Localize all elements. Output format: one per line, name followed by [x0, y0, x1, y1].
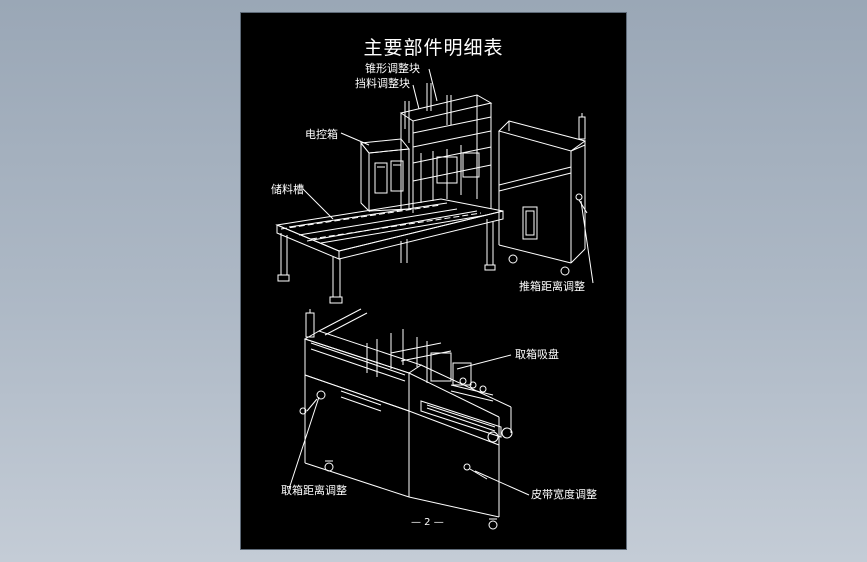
label-storage-slot: 储料槽 — [271, 183, 304, 196]
bottom-machine — [299, 308, 513, 530]
label-pick-box-suction: 取箱吸盘 — [515, 348, 559, 361]
drawing-sheet: 主要部件明细表 — [240, 12, 627, 550]
label-push-box-distance: 推箱距离调整 — [519, 280, 585, 293]
sheet-title: 主要部件明细表 — [363, 37, 504, 59]
label-cone-adjust-block: 锥形调整块 — [365, 62, 420, 75]
top-machine — [275, 83, 588, 304]
label-control-box: 电控箱 — [305, 128, 338, 141]
machine-drawing — [275, 68, 594, 530]
label-pick-box-distance: 取箱距离调整 — [281, 484, 347, 497]
label-belt-width-adjust: 皮带宽度调整 — [531, 488, 597, 501]
page-number: — 2 — — [411, 517, 444, 528]
leader-lines — [288, 68, 594, 496]
label-stop-adjust-block: 挡料调整块 — [355, 77, 410, 90]
